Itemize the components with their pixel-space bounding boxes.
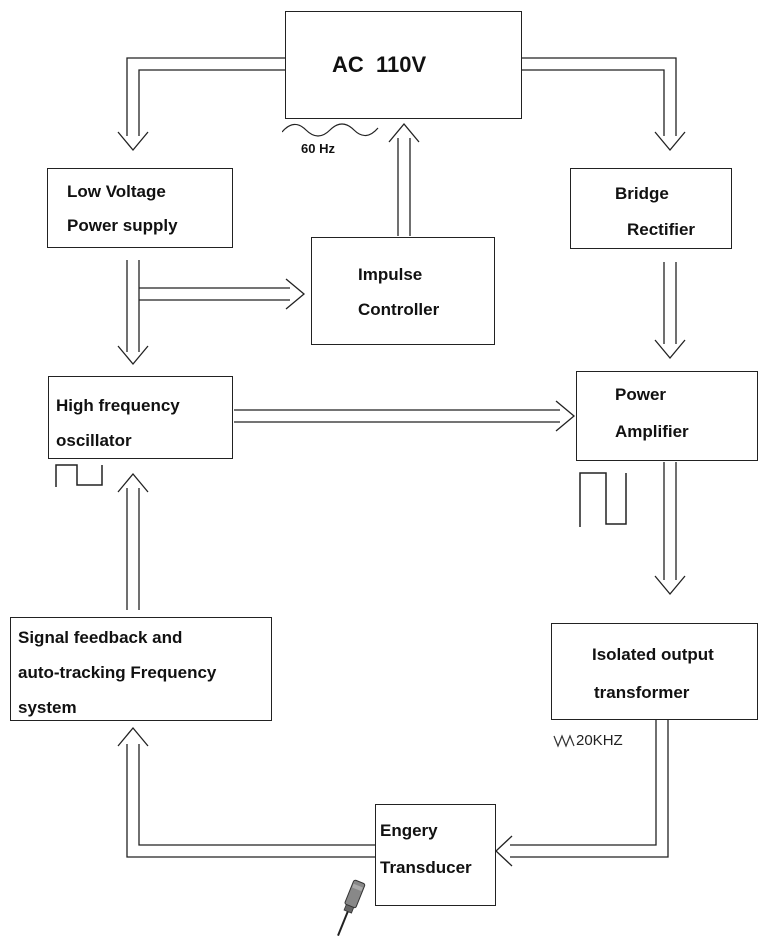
transducer-label-line2: Transducer (380, 858, 472, 877)
impulse-label-line2: Controller (358, 300, 440, 319)
feedback-label-line1: Signal feedback and (18, 628, 183, 647)
arrow-feedback-to-oscillator (117, 472, 149, 610)
oscillator-label-line1: High frequency (56, 396, 180, 415)
output-frequency-label: 20KHZ (576, 732, 623, 749)
transformer-label-line2: transformer (594, 683, 690, 702)
oscillator-label-line2: oscillator (56, 431, 132, 450)
ac-source-label: AC 110V (332, 52, 427, 77)
square-wave-icon (579, 472, 627, 527)
power-amplifier-block: Power Amplifier (576, 371, 758, 461)
transducer-label-line1: Engery (380, 821, 438, 840)
bridge-label-line1: Bridge (615, 184, 669, 203)
bridge-rectifier-block: Bridge Rectifier (570, 168, 732, 249)
arrow-ac-to-low-voltage (117, 57, 285, 152)
amplifier-label-line1: Power (615, 385, 667, 404)
arrow-low-voltage-to-impulse (139, 278, 306, 310)
square-wave-icon (55, 464, 103, 487)
arrow-transducer-to-feedback (117, 726, 375, 858)
arrow-ac-to-bridge (522, 57, 686, 152)
feedback-label-line2: auto-tracking Frequency (18, 663, 217, 682)
low-voltage-label-line1: Low Voltage (67, 182, 166, 201)
isolated-output-transformer-block: Isolated output transformer (551, 623, 758, 720)
arrow-transformer-to-transducer (495, 720, 669, 867)
sine-wave-icon (282, 123, 379, 137)
amplifier-label-line2: Amplifier (615, 422, 689, 441)
high-frequency-oscillator-block: High frequency oscillator (48, 376, 233, 459)
low-voltage-label-line2: Power supply (67, 216, 178, 235)
bridge-label-line2: Rectifier (627, 220, 696, 239)
arrow-low-voltage-to-oscillator (117, 260, 149, 366)
arrow-oscillator-to-amplifier (234, 400, 576, 432)
feedback-label-line3: system (18, 698, 77, 717)
input-frequency-label: 60 Hz (301, 141, 335, 156)
energy-transducer-block: Engery Transducer (375, 804, 496, 906)
low-voltage-power-supply-block: Low Voltage Power supply (47, 168, 233, 248)
sine-wave-icon (553, 734, 575, 748)
transducer-probe-icon (337, 879, 366, 936)
impulse-controller-block: Impulse Controller (311, 237, 495, 345)
arrow-impulse-to-ac (388, 122, 420, 236)
signal-feedback-block: Signal feedback and auto-tracking Freque… (10, 617, 272, 721)
transformer-label-line1: Isolated output (592, 645, 714, 664)
impulse-label-line1: Impulse (358, 265, 423, 284)
arrow-bridge-to-amplifier (654, 262, 686, 360)
arrow-amplifier-to-transformer (654, 462, 686, 596)
ac-source-block: AC 110V (285, 11, 522, 119)
